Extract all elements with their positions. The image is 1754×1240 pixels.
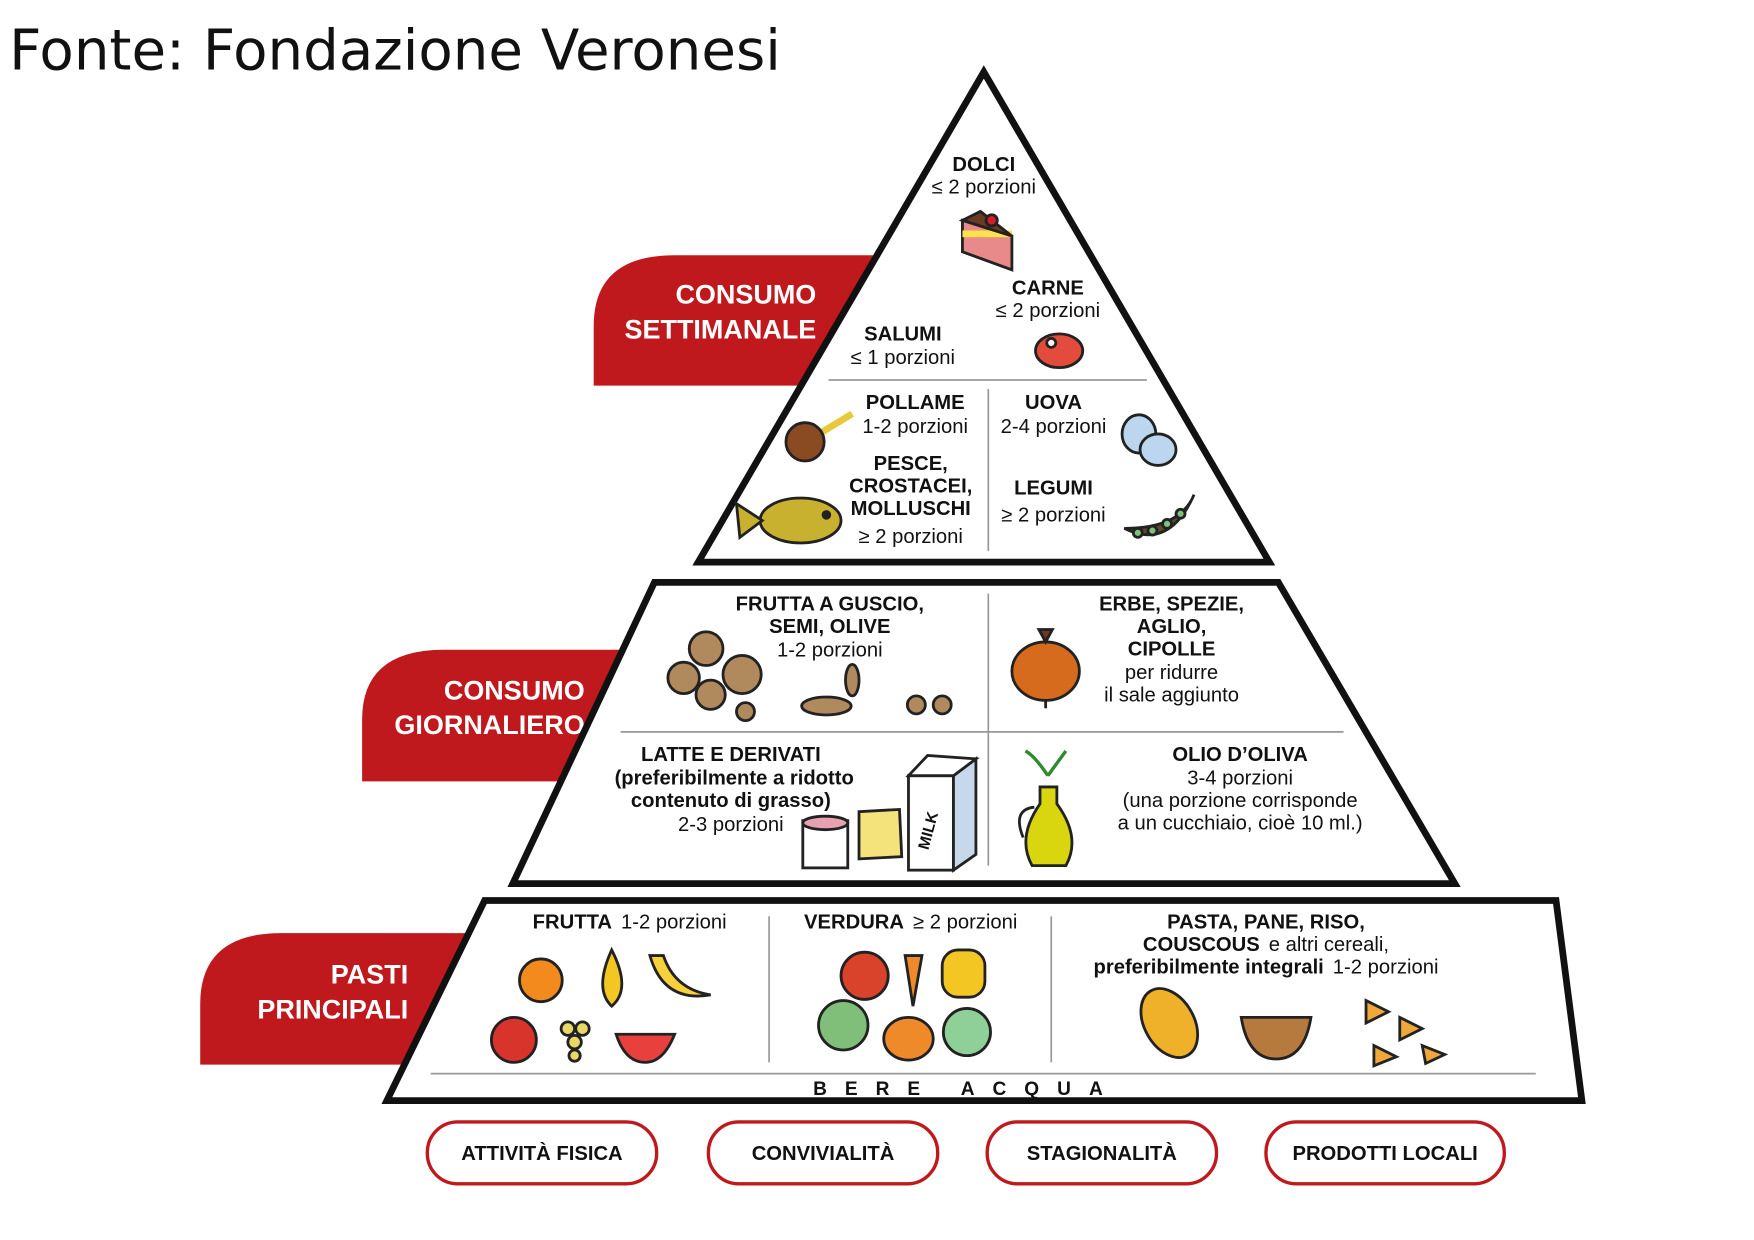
cereali-label-1: PASTA, PANE, RISO, xyxy=(1167,912,1365,934)
pyramid-middle-tier xyxy=(507,578,1461,887)
pill-label: CONVIVIALITÀ xyxy=(752,1142,895,1165)
verdura-heading: VERDURA ≥ 2 porzioni xyxy=(804,912,1017,934)
frutta-guscio-label-1: FRUTTA A GUSCIO, xyxy=(736,593,924,615)
carne-label: CARNE xyxy=(1012,278,1084,300)
verdura-label: VERDURA xyxy=(804,912,904,934)
latte-note-2: contenuto di grasso) xyxy=(631,790,831,812)
tab-daily-line1: CONSUMO xyxy=(444,675,585,705)
nuts-icon xyxy=(666,630,953,723)
latte-portion: 2-3 porzioni xyxy=(678,814,784,836)
pasta-icon xyxy=(1364,998,1449,1068)
legumi-label: LEGUMI xyxy=(1014,478,1093,500)
tab-daily-line2: GIORNALIERO xyxy=(394,710,584,740)
latte-note-1: (preferibilmente a ridotto xyxy=(615,768,854,790)
pill-label: PRODOTTI LOCALI xyxy=(1292,1143,1477,1165)
tab-main-line2: PRINCIPALI xyxy=(257,995,408,1025)
salumi-label: SALUMI xyxy=(864,324,942,346)
rice-bowl-icon xyxy=(1239,1016,1313,1061)
olio-note-1: (una porzione corrisponde xyxy=(1123,790,1358,812)
dolci-label: DOLCI xyxy=(952,154,1015,176)
cereali-line-2: COUSCOUS e altri cereali, xyxy=(1143,934,1389,956)
onion-icon xyxy=(1010,628,1081,709)
verdura-portion: ≥ 2 porzioni xyxy=(913,912,1017,934)
frutta-guscio-label-2: SEMI, OLIVE xyxy=(769,616,890,638)
pill-prodotti-locali[interactable]: PRODOTTI LOCALI xyxy=(1264,1120,1506,1186)
erbe-label-3: CIPOLLE xyxy=(1128,638,1216,660)
fish-icon xyxy=(734,496,843,545)
legumi-portion: ≥ 2 porzioni xyxy=(1001,505,1105,527)
cabbage-icon xyxy=(941,1007,992,1058)
source-title: Fonte: Fondazione Veronesi xyxy=(9,19,781,84)
pesce-portion: ≥ 2 porzioni xyxy=(859,526,963,548)
tab-weekly-line1: CONSUMO xyxy=(675,280,816,310)
pill-label: STAGIONALITÀ xyxy=(1027,1142,1178,1165)
olio-portion: 3-4 porzioni xyxy=(1187,768,1293,790)
frutta-guscio-portion: 1-2 porzioni xyxy=(777,640,883,662)
tomato-icon xyxy=(839,950,890,1001)
pill-label: ATTIVITÀ FISICA xyxy=(461,1142,623,1165)
orange-icon xyxy=(518,957,564,1004)
tab-main-line1: PASTI xyxy=(331,960,408,990)
dairy-icon: MILK xyxy=(801,754,980,873)
frutta-label: FRUTTA xyxy=(533,912,613,934)
pill-stagionalita[interactable]: STAGIONALITÀ xyxy=(985,1120,1219,1186)
uova-portion: 2-4 porzioni xyxy=(1001,416,1107,438)
apple-icon xyxy=(489,1016,538,1064)
pollame-portion: 1-2 porzioni xyxy=(862,416,968,438)
bread-icon xyxy=(1139,987,1200,1059)
pear-icon xyxy=(601,946,624,1009)
cereali-label-3: e altri cereali, xyxy=(1269,934,1389,956)
erbe-label-2: AGLIO, xyxy=(1137,616,1207,638)
pill-convivialita[interactable]: CONVIVIALITÀ xyxy=(706,1120,940,1186)
carrot-icon xyxy=(903,954,924,1007)
peapod-icon xyxy=(1123,494,1196,539)
olio-note-2: a un cucchiaio, cioè 10 ml.) xyxy=(1118,813,1363,835)
chicken-leg-icon xyxy=(784,410,855,463)
tab-weekly-line2: SETTIMANALE xyxy=(625,314,817,344)
erbe-label-1: ERBE, SPEZIE, xyxy=(1099,593,1244,615)
eggs-icon xyxy=(1120,413,1178,467)
broccoli-icon xyxy=(817,999,870,1052)
pill-attivita-fisica[interactable]: ATTIVITÀ FISICA xyxy=(425,1120,659,1186)
erbe-note-2: il sale aggiunto xyxy=(1104,685,1239,707)
frutta-portion: 1-2 porzioni xyxy=(621,912,727,934)
olive-oil-icon xyxy=(1018,749,1074,868)
tab-weekly: CONSUMO SETTIMANALE xyxy=(593,255,889,386)
watermelon-icon xyxy=(614,1032,677,1064)
carne-portion: ≤ 2 porzioni xyxy=(996,300,1100,322)
vegetable-icons xyxy=(817,948,992,1062)
grain-icons xyxy=(1139,987,1449,1068)
pollame-label: POLLAME xyxy=(866,392,965,414)
salumi-portion: ≤ 1 porzioni xyxy=(851,347,955,369)
erbe-note-1: per ridurre xyxy=(1125,662,1218,684)
dividers xyxy=(430,379,1536,1075)
cereali-line-3: preferibilmente integrali 1-2 porzioni xyxy=(1093,957,1438,979)
dolci-portion: ≤ 2 porzioni xyxy=(932,176,1036,198)
pepper-icon xyxy=(940,948,987,999)
pesce-label-2: CROSTACEI, xyxy=(849,475,972,497)
frutta-heading: FRUTTA 1-2 porzioni xyxy=(533,912,727,934)
pumpkin-icon xyxy=(882,1016,935,1062)
uova-label: UOVA xyxy=(1025,392,1082,414)
pesce-label-3: MOLLUSCHI xyxy=(851,498,971,520)
water-label: BERE ACQUA xyxy=(813,1079,1121,1100)
cereali-portion: 1-2 porzioni xyxy=(1333,957,1439,979)
cake-icon xyxy=(958,209,1014,272)
olio-label: OLIO D’OLIVA xyxy=(1172,744,1308,766)
latte-label: LATTE E DERIVATI xyxy=(641,744,821,766)
fruit-icons xyxy=(489,946,711,1064)
cereali-label-2: COUSCOUS xyxy=(1143,934,1260,956)
banana-icon xyxy=(648,954,711,998)
pesce-label-1: PESCE, xyxy=(874,453,948,475)
steak-icon xyxy=(1034,332,1085,370)
grapes-icon xyxy=(559,1020,591,1063)
cereali-label-4: preferibilmente integrali xyxy=(1093,957,1323,979)
